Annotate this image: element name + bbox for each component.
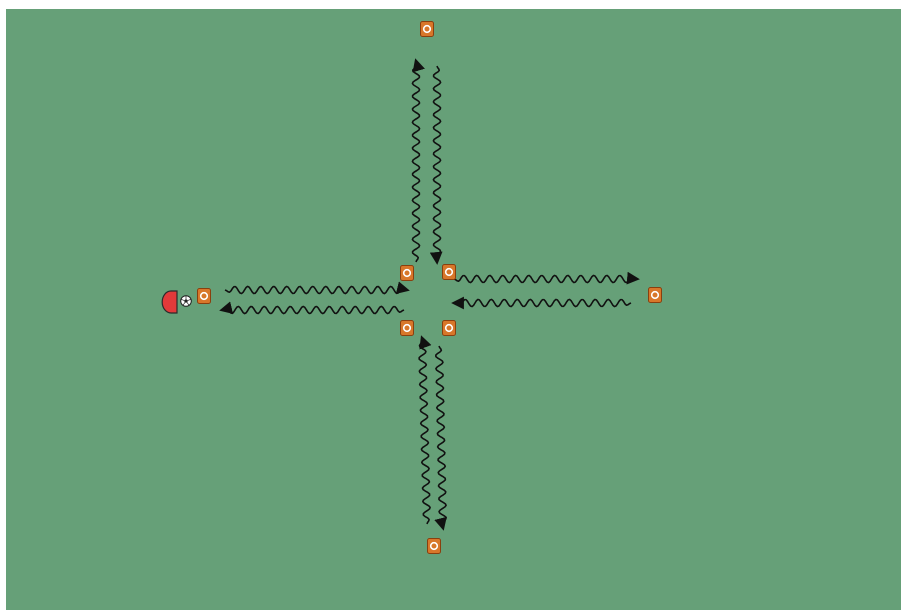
cone-icon: [421, 22, 434, 37]
cone-icon: [401, 266, 414, 281]
cone-icon: [443, 265, 456, 280]
cone-icon: [428, 539, 441, 554]
pitch: [6, 9, 901, 610]
player-body: [162, 291, 177, 313]
soccer-ball-icon: [181, 296, 192, 307]
cone-icon: [198, 289, 211, 304]
cone-icon: [649, 288, 662, 303]
cone-icon: [443, 321, 456, 336]
cone-icon: [401, 321, 414, 336]
player-icon: [162, 291, 177, 313]
